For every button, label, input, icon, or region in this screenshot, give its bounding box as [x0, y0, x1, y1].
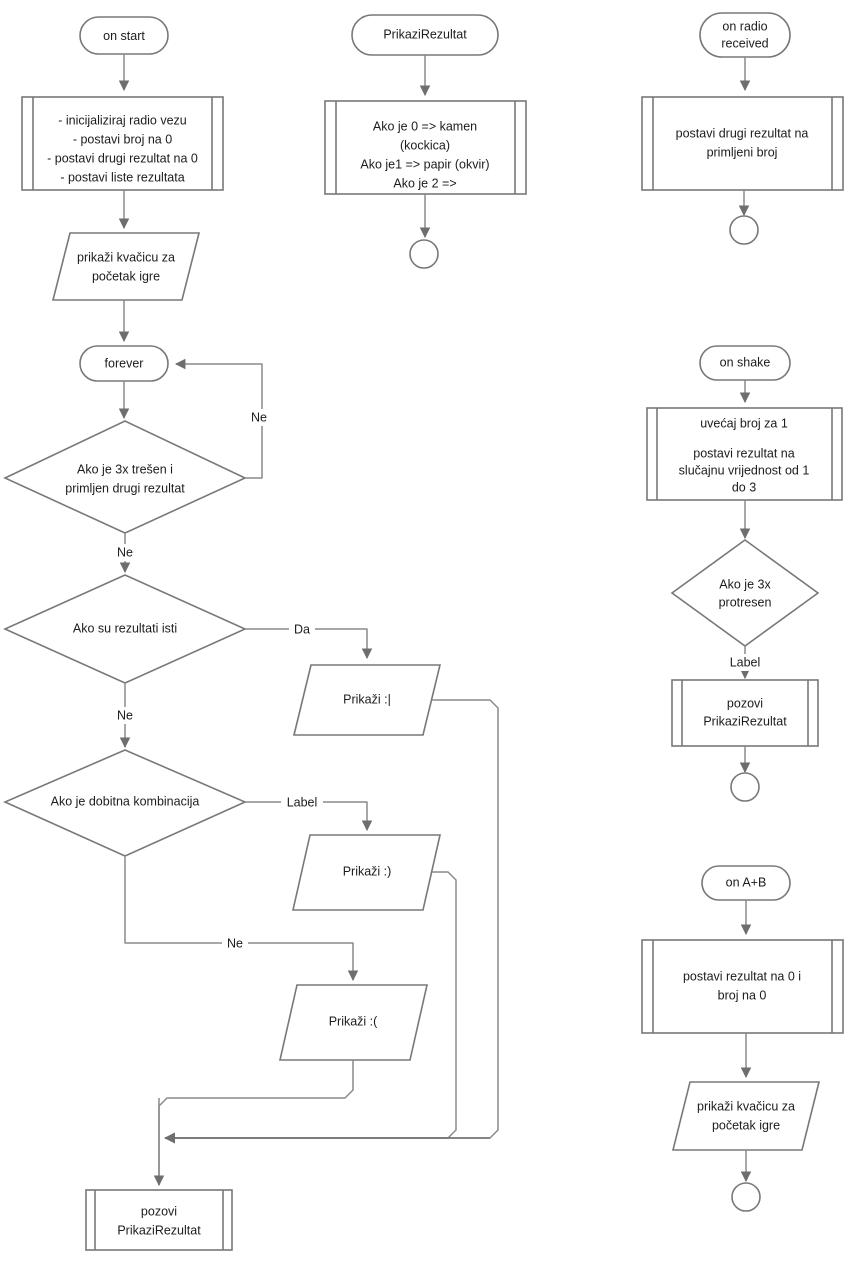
end-circle-shake — [730, 772, 760, 802]
node-on-ab-label: on A+B — [726, 875, 767, 889]
node-prikazi-rezultat-body-line-3: Ako je 2 => — [393, 176, 456, 190]
edge-label-winning-combo: Label — [287, 795, 318, 809]
edge-label-same-results-yes: Da — [294, 622, 310, 636]
node-decision-shaken-line-0: Ako je 3x trešen i — [77, 462, 173, 476]
node-show-neutral-label: Prikaži :| — [343, 692, 391, 706]
edge-label-winning-combo-no: Ne — [227, 936, 243, 950]
node-call-prikazi-rezultat-main[interactable]: pozovi PrikaziRezultat — [85, 1189, 233, 1251]
node-show-check-start[interactable]: prikaži kvačicu za početak igre — [51, 232, 201, 301]
node-prikazi-rezultat-body[interactable]: Ako je 0 => kamen (kockica) Ako je1 => p… — [324, 100, 527, 195]
end-circle-radio — [729, 215, 759, 245]
end-circle-ab — [731, 1182, 761, 1212]
edge-label-shaken-3x: Label — [730, 655, 761, 669]
node-show-check-ab-line-1: početak igre — [712, 1118, 780, 1132]
node-init-line-3: - postavi liste rezultata — [60, 170, 184, 184]
node-decision-winning-combo-label: Ako je dobitna kombinacija — [51, 794, 200, 808]
edge-label-winning-combo-no-bg — [222, 935, 248, 952]
node-call-prikazi-rezultat-shake[interactable]: pozovi PrikaziRezultat — [671, 679, 819, 747]
node-prikazi-rezultat-body-line-2: Ako je1 => papir (okvir) — [360, 157, 489, 171]
node-on-shake[interactable]: on shake — [699, 345, 791, 381]
node-init-line-0: - inicijaliziraj radio vezu — [58, 113, 187, 127]
node-set-second-result[interactable]: postavi drugi rezultat na primljeni broj — [641, 96, 844, 191]
node-show-check-start-line-1: početak igre — [92, 269, 160, 283]
node-prikazi-rezultat-def[interactable]: PrikaziRezultat — [351, 14, 499, 56]
node-prikazi-rezultat-body-line-1: (kockica) — [400, 138, 450, 152]
node-on-start-label: on start — [103, 29, 145, 43]
node-shake-block-line-2: postavi rezultat na — [693, 446, 794, 460]
node-decision-shaken-3x[interactable]: Ako je 3x protresen — [670, 539, 820, 647]
node-set-second-result-line-1: primljeni broj — [707, 145, 778, 159]
edge-label-shaken-no-loop: Ne — [251, 410, 267, 424]
edge-label-shaken-no-down-bg — [112, 544, 138, 561]
node-reset-block-line-1: broj na 0 — [718, 988, 767, 1002]
node-prikazi-rezultat-def-label: PrikaziRezultat — [383, 27, 467, 41]
node-on-radio-received-line-1: received — [721, 36, 768, 50]
node-show-check-start-line-0: prikaži kvačicu za — [77, 250, 175, 264]
node-forever-label: forever — [105, 356, 144, 370]
node-on-shake-label: on shake — [720, 355, 771, 369]
node-call-prikazi-rezultat-main-line-0: pozovi — [141, 1204, 177, 1218]
edge-show-sad-return — [158, 1060, 354, 1185]
node-init-line-2: - postavi drugi rezultat na 0 — [47, 151, 198, 165]
node-call-prikazi-rezultat-shake-line-0: pozovi — [727, 696, 763, 710]
edge-show-neutral-return — [165, 699, 499, 1139]
node-forever[interactable]: forever — [79, 345, 169, 382]
node-on-radio-received[interactable]: on radio received — [699, 12, 791, 58]
edge-label-shaken-no-loop-bg — [246, 409, 272, 426]
node-reset-block-line-0: postavi rezultat na 0 i — [683, 969, 801, 983]
node-show-happy[interactable]: Prikaži :) — [291, 834, 442, 911]
node-shake-block-line-4: do 3 — [732, 480, 756, 494]
node-init-line-1: - postavi broj na 0 — [73, 132, 172, 146]
node-init-block[interactable]: - inicijaliziraj radio vezu - postavi br… — [21, 96, 224, 191]
node-call-prikazi-rezultat-shake-line-1: PrikaziRezultat — [703, 714, 787, 728]
node-reset-block[interactable]: postavi rezultat na 0 i broj na 0 — [641, 939, 844, 1034]
node-decision-same-results-label: Ako su rezultati isti — [73, 621, 177, 635]
edge-label-same-results-no: Ne — [117, 708, 133, 722]
node-decision-shaken-line-1: primljen drugi rezultat — [65, 481, 185, 495]
node-decision-same-results[interactable]: Ako su rezultati isti — [3, 574, 247, 684]
node-on-radio-received-line-0: on radio — [722, 19, 767, 33]
node-on-ab[interactable]: on A+B — [701, 865, 791, 901]
node-show-check-ab[interactable]: prikaži kvačicu za početak igre — [671, 1081, 821, 1151]
node-shake-block-line-0: uvećaj broj za 1 — [700, 416, 788, 430]
node-decision-shaken[interactable]: Ako je 3x trešen i primljen drugi rezult… — [3, 420, 247, 534]
node-on-start[interactable]: on start — [79, 16, 169, 55]
end-circle-prikazi-rezultat — [409, 239, 439, 269]
node-shake-block-line-3: slučajnu vrijednost od 1 — [679, 463, 810, 477]
edge-label-winning-combo-bg — [281, 794, 323, 811]
edge-label-shaken-no-down: Ne — [117, 545, 133, 559]
node-show-sad-label: Prikaži :( — [329, 1014, 378, 1028]
node-show-sad[interactable]: Prikaži :( — [278, 984, 429, 1061]
node-shake-block[interactable]: uvećaj broj za 1 postavi rezultat na slu… — [646, 407, 843, 501]
node-show-check-ab-line-0: prikaži kvačicu za — [697, 1099, 795, 1113]
node-decision-shaken-3x-line-0: Ako je 3x — [719, 577, 771, 591]
node-call-prikazi-rezultat-main-line-1: PrikaziRezultat — [117, 1223, 201, 1237]
edge-label-shaken-3x-bg — [724, 654, 766, 671]
node-decision-shaken-3x-line-1: protresen — [719, 595, 772, 609]
node-show-neutral[interactable]: Prikaži :| — [292, 664, 442, 736]
edge-same-results-yes — [245, 628, 373, 660]
node-decision-winning-combo[interactable]: Ako je dobitna kombinacija — [3, 749, 247, 857]
node-set-second-result-line-0: postavi drugi rezultat na — [676, 126, 809, 140]
node-show-happy-label: Prikaži :) — [343, 864, 392, 878]
edge-label-same-results-no-bg — [112, 707, 138, 724]
edge-label-same-results-yes-bg — [289, 621, 315, 638]
node-prikazi-rezultat-body-line-0: Ako je 0 => kamen — [373, 119, 477, 133]
